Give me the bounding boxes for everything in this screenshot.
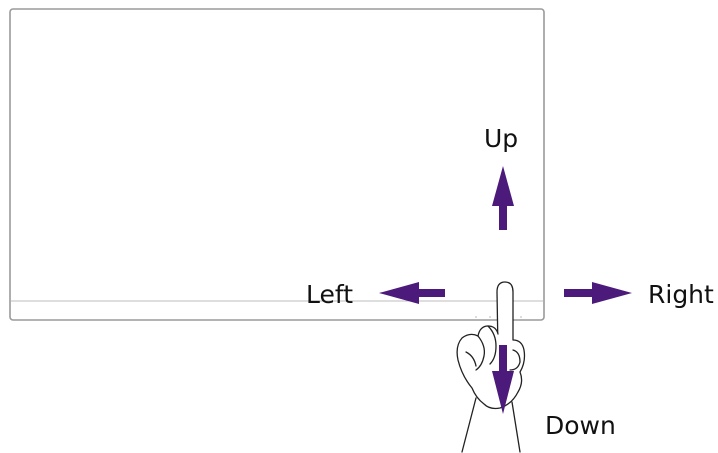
monitor-frame (9, 8, 545, 321)
label-left: Left (306, 280, 354, 309)
label-right: Right (648, 280, 714, 309)
arrow-up-icon (492, 166, 514, 230)
arrow-right-icon (564, 282, 632, 304)
arrow-down-icon (492, 345, 514, 414)
label-up: Up (484, 124, 519, 153)
label-down: Down (545, 411, 616, 440)
monitor-outline (9, 8, 545, 321)
arrow-left-icon (379, 282, 445, 304)
